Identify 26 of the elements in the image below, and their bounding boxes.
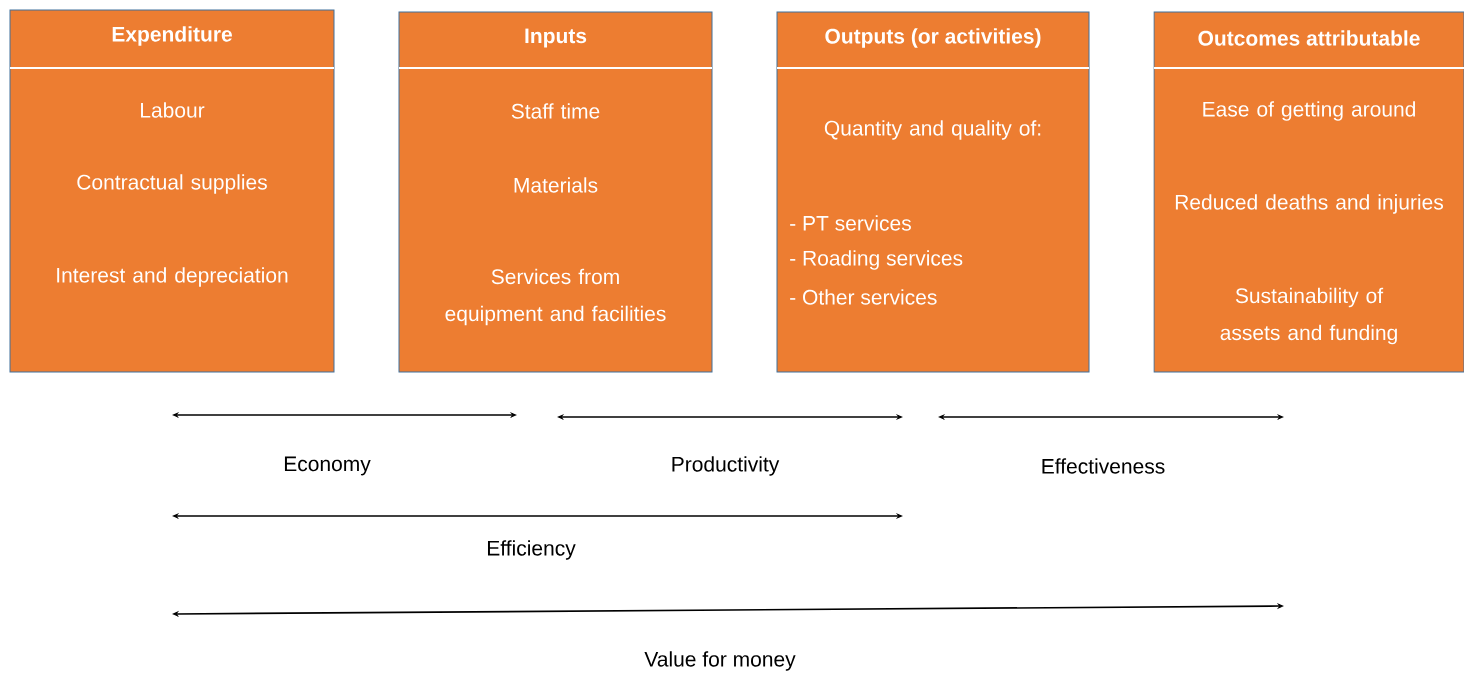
span-label: Economy xyxy=(284,456,371,476)
span-label: Value for money xyxy=(644,651,796,671)
column-box xyxy=(776,11,1090,373)
body-text: Services from equipment and facilities xyxy=(445,268,666,326)
list-item: - Other services xyxy=(790,289,937,305)
column-heading: Outcomes attributable xyxy=(1198,30,1420,46)
body-text: Materials xyxy=(514,177,598,193)
column-heading: Inputs xyxy=(525,28,587,48)
body-text: Staff time xyxy=(511,103,600,119)
column-box xyxy=(1153,11,1464,373)
column-heading: Outputs (or activities) xyxy=(825,28,1041,48)
span-label: Productivity xyxy=(672,456,780,476)
span-label: Efficiency xyxy=(488,540,576,560)
body-text: Interest and depreciation xyxy=(57,267,288,287)
body-text: Quantity and quality of: xyxy=(824,120,1041,140)
body-text: Reduced deaths and injuries xyxy=(1175,194,1443,214)
span-label: Effectiveness xyxy=(1042,458,1165,474)
list-item: - PT services xyxy=(790,215,911,231)
column-box xyxy=(398,11,713,373)
list-item: - Roading services xyxy=(790,250,963,270)
column-heading: Expenditure xyxy=(112,26,232,46)
body-text: Labour xyxy=(141,102,205,118)
body-text: Sustainability of assets and funding xyxy=(1220,287,1397,345)
column-box xyxy=(9,9,335,373)
body-text: Contractual supplies xyxy=(77,174,267,194)
body-text: Ease of getting around xyxy=(1203,101,1415,121)
